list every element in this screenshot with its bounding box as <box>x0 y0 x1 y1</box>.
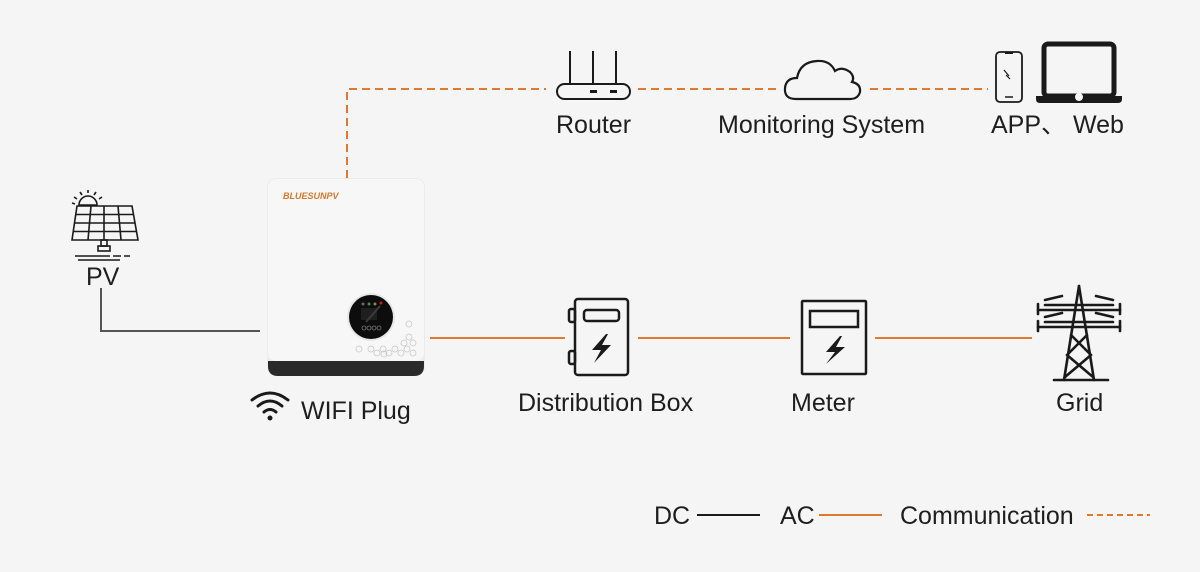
comm-line-inverter-router <box>346 88 546 178</box>
meter-label: Meter <box>791 389 855 417</box>
grid-label: Grid <box>1056 389 1104 417</box>
solar-panel-icon <box>71 190 140 261</box>
dc-line-pv-inverter <box>100 288 260 332</box>
pv-label: PV <box>86 263 120 291</box>
power-tower-icon <box>1036 284 1122 382</box>
smartphone-icon <box>995 51 1023 103</box>
router-label: Router <box>556 111 632 139</box>
legend-ac-label: AC <box>780 502 815 530</box>
wifi-plug-label: WIFI Plug <box>301 397 411 425</box>
legend-communication-label: Communication <box>900 502 1074 530</box>
inverter-brand-logo: BLUESUNPV <box>283 191 340 201</box>
app-web-label: APP、 Web <box>991 111 1124 139</box>
monitoring-system-label: Monitoring System <box>718 111 926 139</box>
distribution-box-label: Distribution Box <box>518 389 694 417</box>
wifi-icon <box>250 391 290 421</box>
router-icon <box>556 51 631 100</box>
inverter-device <box>267 178 425 376</box>
meter-icon <box>800 299 868 376</box>
legend-dc-label: DC <box>654 502 691 530</box>
laptop-icon <box>1036 41 1122 103</box>
cloud-icon <box>783 59 862 101</box>
distribution-box-icon <box>567 297 630 377</box>
